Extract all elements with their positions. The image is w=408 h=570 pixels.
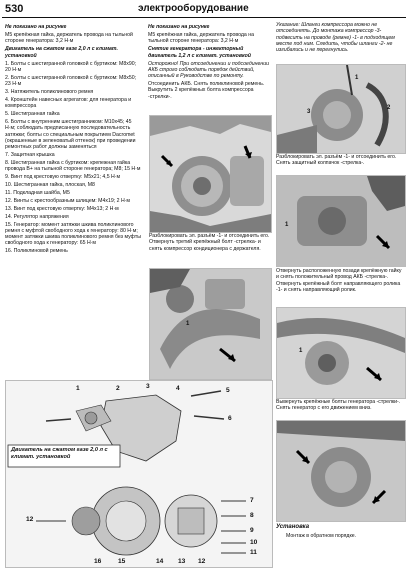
callout-4: 4	[176, 385, 180, 392]
callout-8: 8	[250, 512, 254, 519]
fig1-label-1: 1	[186, 321, 190, 327]
list-item: 10. Шестигранная гайка, плоская, М8	[5, 182, 95, 189]
list-item: 11. Подкладная шайба, М5	[5, 189, 70, 196]
photo-roller-drawing	[277, 308, 405, 398]
callout-12: 12	[198, 558, 206, 565]
list-item: 16. Поликлиновой ремень	[5, 248, 68, 255]
section-title: электрооборудование	[138, 3, 249, 14]
note-label-3: 3	[307, 109, 311, 115]
photo-hung-drawing	[277, 65, 405, 153]
col3-fig3-caption: Отвернуть расположенную позади крепёжную…	[276, 268, 402, 293]
callout-2: 2	[116, 385, 120, 392]
photo-cap-drawing	[277, 176, 405, 266]
col2-removal-heading: Снятие генератора - инжекторный двигател…	[148, 46, 251, 59]
list-item: 6. Болты с внутренним шестигранником: M1…	[5, 119, 136, 151]
install-heading: Установка	[276, 524, 310, 530]
list-item: 3. Натяжитель поликлинового ремня	[5, 89, 94, 96]
fig2-label-1: 1	[285, 222, 289, 228]
callout-10: 10	[250, 539, 258, 546]
header-rule	[2, 17, 406, 18]
photo-generator-bolts	[276, 420, 406, 522]
list-item: 8. Шестигранная гайка с буртиком: крепеж…	[5, 159, 141, 173]
note-label-1: 1	[355, 75, 359, 81]
photo-connector-cap: 1	[276, 175, 406, 267]
column-2: Не показано на рисунке М5 крепёжная гайк…	[148, 22, 270, 102]
page-number: 530	[5, 3, 24, 15]
col3-note: Указание: Шланги компрессора можно не от…	[276, 22, 395, 54]
list-item: 14. Регулятор напряжения	[5, 213, 69, 220]
col1-engine-heading: Двигатель на сжатом газе 2,0 л с климат.…	[5, 46, 118, 59]
callout-15: 15	[118, 558, 126, 565]
callout-14: 14	[156, 558, 164, 565]
photo-compressor-drawing	[150, 116, 271, 232]
list-item: 9. Винт под крестовую отвертку: M5x21; 4…	[5, 174, 121, 181]
callout-11: 11	[250, 549, 257, 556]
col2-warning: Осторожно! При отсоединении и подсоедине…	[148, 60, 269, 80]
callout-16: 16	[94, 558, 102, 565]
note-label-2: 2	[387, 105, 391, 111]
callout-5: 5	[226, 387, 230, 394]
callout-1: 1	[76, 385, 80, 392]
col2-heading-not-shown: Не показано на рисунке	[148, 24, 210, 30]
list-item: 12. Винты с крестообразным шлицем: M4x19…	[5, 197, 130, 204]
diagram-title: Двигатель на сжатом газе 2,0 л с климат.…	[11, 447, 108, 460]
col2-fig1-caption: Разблокировать эл. разъём -1- и отсоедин…	[149, 233, 270, 252]
install-text: Монтаж в обратном порядке.	[286, 533, 357, 539]
photo-connector-drawing	[150, 269, 271, 379]
col2-para: М5 крепёжная гайка, держатель провода на…	[148, 31, 254, 45]
photo-compressor-bolts	[149, 115, 272, 233]
callout-6: 6	[228, 415, 232, 422]
page-header: 530 электрооборудование	[2, 2, 406, 18]
exploded-diagram-drawing	[6, 381, 272, 567]
exploded-diagram: Двигатель на сжатом газе 2,0 л с климат.…	[5, 380, 273, 568]
list-item: 7. Защитная крышка	[5, 152, 55, 159]
col3-fig2-caption: Разблокировать эл. разъём -1- и отсоедин…	[276, 154, 397, 167]
photo-generator-drawing	[277, 421, 405, 521]
col3-fig4-caption: Вывернуть крепёжные болты генератора -ст…	[276, 399, 401, 412]
callout-9: 9	[250, 527, 254, 534]
list-item: 13. Винт под крестовую отвертку: M4x13; …	[5, 205, 119, 212]
column-1: Не показано на рисунке М5 крепёжная гайк…	[5, 22, 143, 256]
photo-guide-roller: 1	[276, 307, 406, 399]
photo-compressor-connector: 1	[149, 268, 272, 380]
list-item: 5. Шестигранная гайка	[5, 111, 60, 118]
photo-compressor-hung: 1 2 3	[276, 64, 406, 154]
list-item: 4. Кронштейн навесных агрегатов: для ген…	[5, 96, 132, 110]
col1-para: М5 крепёжная гайка, держатель провода на…	[5, 31, 133, 45]
callout-3: 3	[146, 383, 150, 390]
callout-13: 13	[178, 558, 186, 565]
list-item: 1. Болты с шестигранной головкой с бурти…	[5, 60, 137, 73]
callout-7: 7	[250, 497, 254, 504]
col2-step: Отсоединить АКБ. Снять поликлиновой реме…	[148, 81, 265, 100]
list-item: 15. Генератор: момент затяжки шкива поли…	[5, 221, 141, 247]
fig3-label-1: 1	[299, 348, 303, 354]
callout-12-left: 12	[26, 516, 34, 523]
col1-heading-not-shown: Не показано на рисунке	[5, 24, 67, 30]
list-item: 2. Болты с шестигранной головкой с бурти…	[5, 74, 137, 88]
